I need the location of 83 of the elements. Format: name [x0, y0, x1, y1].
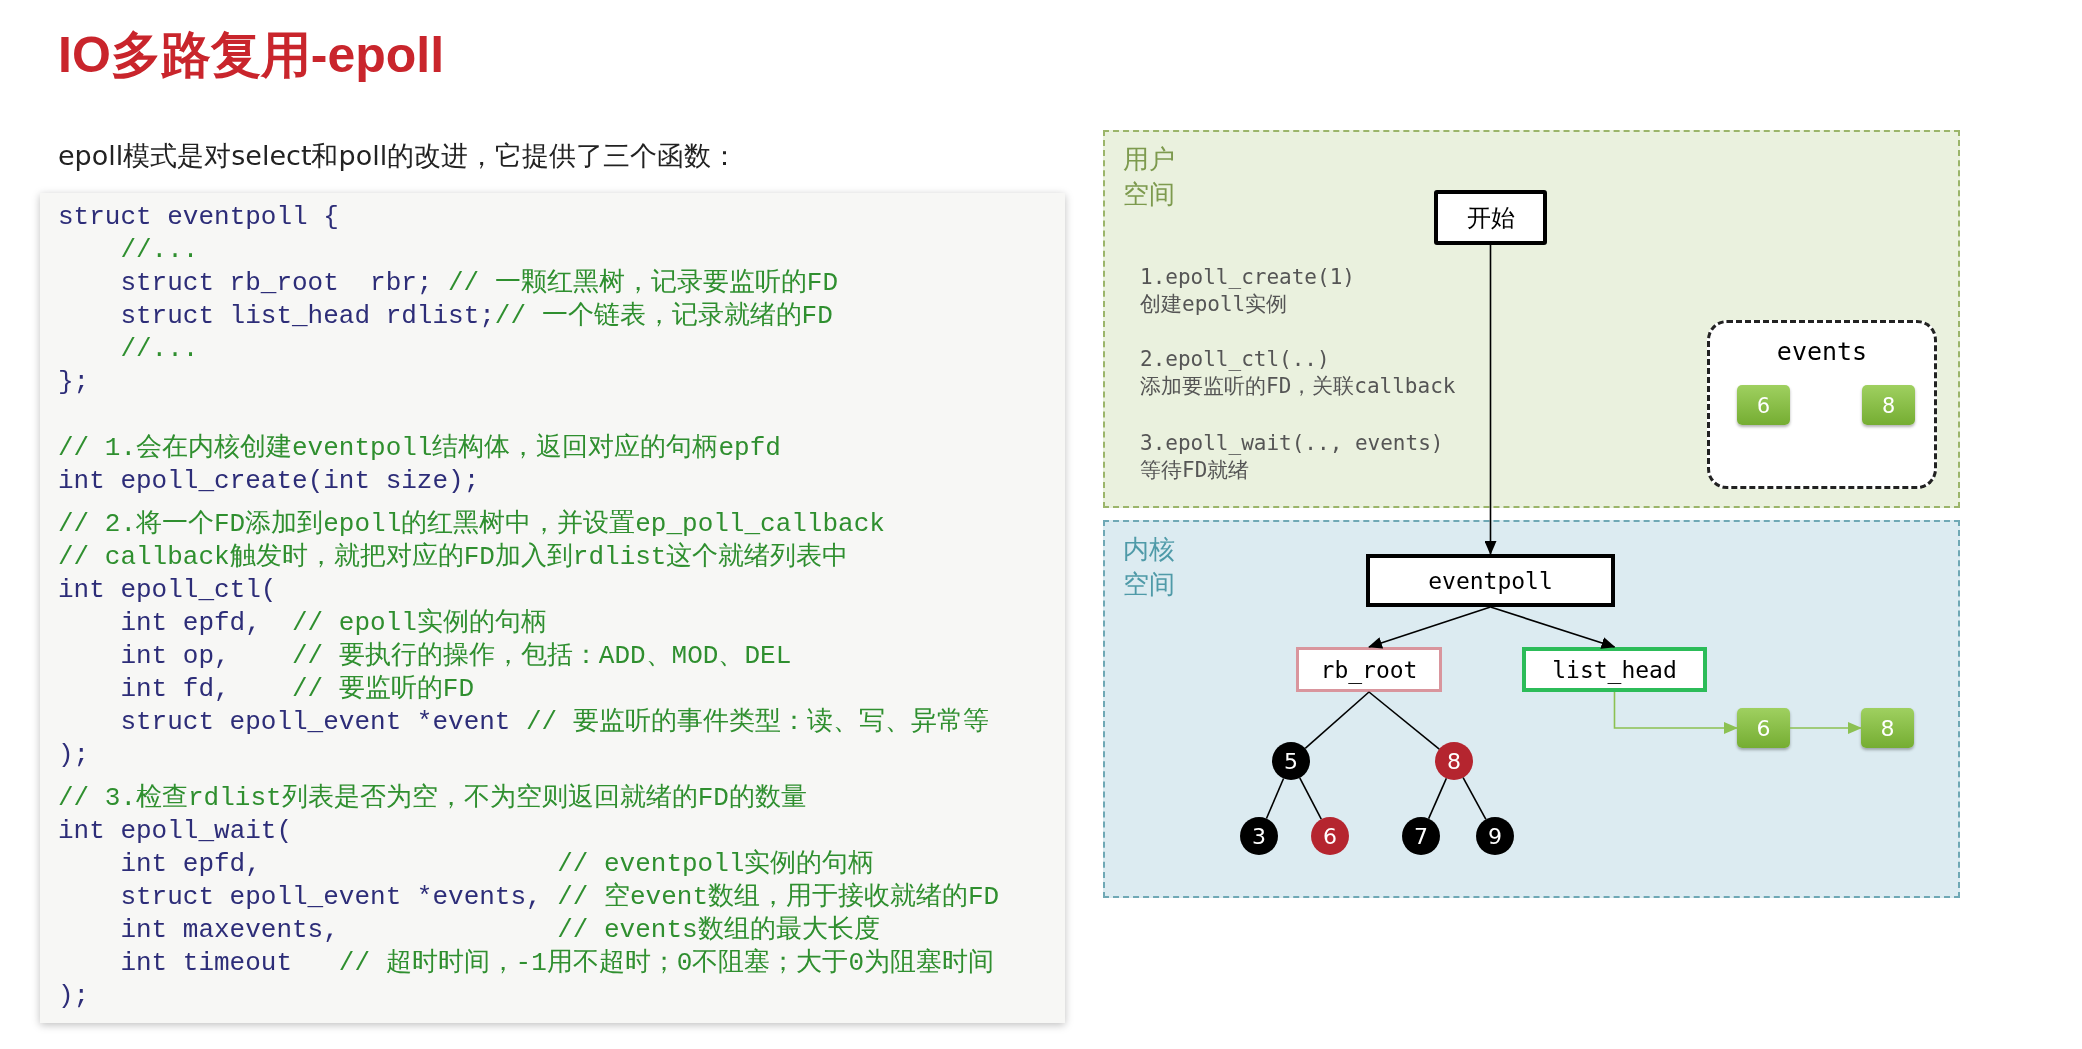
- code-comment: //...: [120, 333, 199, 366]
- arrow: [1368, 606, 1492, 649]
- node-label: 6: [1756, 715, 1771, 741]
- fd-item: [1862, 385, 1915, 425]
- code-comment: // 要监听的事件类型：读、写、异常等: [526, 706, 989, 739]
- node-label: 7: [1414, 823, 1428, 849]
- tree-node-circle: [1311, 817, 1349, 855]
- code-comment: // events数组的最大长度: [557, 914, 880, 947]
- code-comment: // eventpoll实例的句柄: [557, 848, 875, 881]
- code-comment: //...: [120, 234, 199, 267]
- tree-node-circle: [1435, 742, 1473, 780]
- tree-node-circle: [1476, 817, 1514, 855]
- code-text: int maxevents,: [120, 914, 339, 947]
- node-label: 8: [1880, 715, 1895, 741]
- struct-box: [1522, 647, 1707, 692]
- tree-node-circle: [1272, 742, 1310, 780]
- node-label: rb_root: [1320, 656, 1418, 683]
- connector-line: [1368, 691, 1441, 750]
- fd-item: [1737, 708, 1790, 748]
- struct-box: [1366, 554, 1615, 607]
- code-comment: // 一颗红黑树，记录要监听的FD: [448, 267, 838, 300]
- code-comment: // 要执行的操作，包括：ADD、MOD、DEL: [292, 640, 792, 673]
- region-panel: [1103, 520, 1960, 898]
- step-text: 2.epoll_ctl(..) 添加要监听的FD，关联callback: [1140, 346, 1457, 401]
- code-comment: // callback触发时，就把对应的FD加入到rdlist这个就绪列表中: [58, 541, 849, 574]
- intro-text: epoll模式是对select和poll的改进，它提供了三个函数：: [58, 139, 739, 173]
- node-label: eventpoll: [1428, 567, 1553, 594]
- step-text: 3.epoll_wait(.., events) 等待FD就绪: [1140, 430, 1445, 485]
- slide-title: IO多路复用-epoll: [58, 26, 445, 85]
- code-comment: // 超时时间，-1用不超时；0不阻塞；大于0为阻塞时间: [338, 947, 994, 980]
- code-text: int op,: [120, 640, 230, 673]
- region-label: 用户空间: [1123, 143, 1176, 212]
- arrow: [1613, 691, 1738, 734]
- fd-item: [1737, 385, 1790, 425]
- code-text: struct epoll_event *events,: [120, 881, 542, 914]
- code-comment: // 1.会在内核创建eventpoll结构体，返回对应的句柄epfd: [58, 432, 781, 465]
- node-label: list_head: [1552, 656, 1677, 683]
- code-text: struct rb_root rbr;: [120, 267, 433, 300]
- code-text: int epoll_create(int size);: [58, 465, 480, 498]
- node-label: 开始: [1466, 202, 1515, 234]
- connector-line: [1427, 777, 1448, 820]
- code-comment: // 要监听的FD: [292, 673, 474, 706]
- code-comment: // epoll实例的句柄: [292, 607, 547, 640]
- code-text: );: [58, 980, 90, 1013]
- code-text: );: [58, 739, 90, 772]
- node-label: events: [1776, 337, 1868, 368]
- start-box: [1434, 190, 1547, 245]
- node-label: 6: [1756, 392, 1771, 418]
- region-panel: [1103, 130, 1960, 508]
- node-label: 8: [1447, 748, 1461, 774]
- code-text: int fd,: [120, 673, 230, 706]
- code-text: struct list_head rdlist;: [120, 300, 495, 333]
- code-text: int epoll_ctl(: [58, 574, 277, 607]
- connector-line: [1462, 776, 1487, 821]
- struct-box: [1296, 647, 1442, 692]
- region-label: 内核空间: [1123, 533, 1176, 602]
- arrow: [1489, 606, 1616, 649]
- code-text: int epfd,: [120, 848, 261, 881]
- code-text: struct epoll_event *event: [120, 706, 511, 739]
- arrow: [1484, 244, 1497, 555]
- code-text: int epfd,: [120, 607, 261, 640]
- node-label: 6: [1323, 823, 1337, 849]
- code-text: int timeout: [120, 947, 293, 980]
- arrow: [1789, 722, 1862, 734]
- code-comment: // 空event数组，用于接收就绪的FD: [557, 881, 1000, 914]
- code-comment: // 一个链表，记录就绪的FD: [494, 300, 833, 333]
- events-box: [1707, 320, 1937, 489]
- code-comment: // 2.将一个FD添加到epoll的红黑树中，并设置ep_poll_callback: [58, 508, 885, 541]
- step-text: 1.epoll_create(1) 创建epoll实例: [1140, 264, 1356, 319]
- code-comment: // 3.检查rdlist列表是否为空，不为空则返回就绪的FD的数量: [58, 782, 807, 815]
- connector-line: [1304, 691, 1370, 750]
- code-text: };: [58, 366, 90, 399]
- connector-line: [1298, 777, 1323, 820]
- connector-line: [1265, 777, 1285, 820]
- node-label: 3: [1252, 823, 1266, 849]
- node-label: 5: [1284, 748, 1298, 774]
- tree-node-circle: [1240, 817, 1278, 855]
- node-label: 9: [1488, 823, 1502, 849]
- code-text: struct eventpoll {: [58, 201, 339, 234]
- fd-item: [1861, 708, 1914, 748]
- code-text: int epoll_wait(: [58, 815, 293, 848]
- node-label: 8: [1881, 392, 1896, 418]
- tree-node-circle: [1402, 817, 1440, 855]
